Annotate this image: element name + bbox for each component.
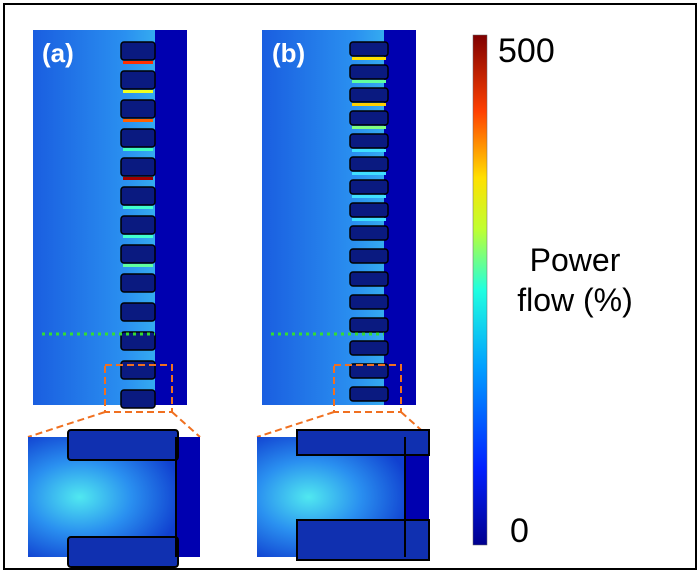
- panel-a-block: [120, 157, 156, 177]
- panel-b-block: [349, 179, 389, 195]
- panel-b-block: [349, 363, 389, 379]
- panel-b-hotspot: [352, 218, 386, 221]
- panel-b-block: [349, 156, 389, 172]
- panel-b-hotspot: [352, 80, 386, 83]
- panel-a-block: [120, 41, 156, 61]
- panel-b-block: [349, 64, 389, 80]
- panel-b-hotspot: [352, 103, 386, 106]
- panel-a-block: [120, 273, 156, 293]
- panel-b-block: [349, 202, 389, 218]
- panel-b-block: [349, 248, 389, 264]
- panel-a-block: [120, 128, 156, 148]
- panel-a-hotspot: [123, 148, 153, 151]
- panel-a-hotspot: [123, 206, 153, 209]
- colorbar-title: Power flow (%): [505, 240, 645, 320]
- colorbar-title-line2: flow (%): [517, 282, 633, 318]
- panel-a-hotspot: [123, 119, 153, 122]
- panel-a-dark-strip: [155, 30, 187, 405]
- panel-a-zoom-box: [104, 364, 173, 413]
- panel-b-zoom-box: [333, 364, 402, 413]
- panel-b-block: [349, 110, 389, 126]
- colorbar-title-line1: Power: [529, 242, 621, 278]
- panel-b-dark-strip: [384, 30, 416, 405]
- inset-block: [296, 519, 430, 561]
- inset-block: [67, 429, 179, 461]
- panel-a-hotspot: [123, 235, 153, 238]
- panel-b-block: [349, 294, 389, 310]
- inset-block: [67, 536, 179, 568]
- panel-a-label: (a): [42, 38, 74, 68]
- inset-block: [296, 429, 430, 456]
- panel-b-hotspot: [352, 195, 386, 198]
- panel-b-block: [349, 271, 389, 287]
- panel-b-block: [349, 133, 389, 149]
- panel-a-block: [120, 331, 156, 351]
- panel-b-block: [349, 340, 389, 356]
- panel-b-block: [349, 87, 389, 103]
- colorbar-min-label: 0: [510, 512, 529, 550]
- zoom-line: [400, 411, 430, 438]
- figure-frame: [3, 3, 697, 570]
- zoom-line: [171, 411, 201, 438]
- panel-a-hotspot: [123, 90, 153, 93]
- panel-b-hotspot: [352, 57, 386, 60]
- panel-a-block: [120, 99, 156, 119]
- panel-b-hotspot: [352, 172, 386, 175]
- panel-b-label: (b): [272, 38, 306, 68]
- panel-a-hotspot: [123, 264, 153, 267]
- panel-b-block: [349, 41, 389, 57]
- panel-a-block: [120, 215, 156, 235]
- zoom-line: [27, 411, 106, 438]
- inset-dark-strip: [176, 437, 200, 557]
- panel-a-block: [120, 389, 156, 409]
- panel-a-hotspot: [123, 61, 153, 64]
- colorbar: [472, 34, 488, 546]
- panel-b-hotspot: [352, 126, 386, 129]
- panel-b-block: [349, 225, 389, 241]
- panel-a-block: [120, 70, 156, 90]
- panel-a-block: [120, 360, 156, 380]
- panel-b-block: [349, 386, 389, 402]
- panel-b-block: [349, 317, 389, 333]
- panel-a-block: [120, 302, 156, 322]
- panel-a-block: [120, 244, 156, 264]
- panel-b-hotspot: [352, 149, 386, 152]
- zoom-line: [256, 411, 335, 438]
- panel-a-hotspot: [123, 177, 153, 180]
- colorbar-max-label: 500: [498, 32, 555, 70]
- panel-a-block: [120, 186, 156, 206]
